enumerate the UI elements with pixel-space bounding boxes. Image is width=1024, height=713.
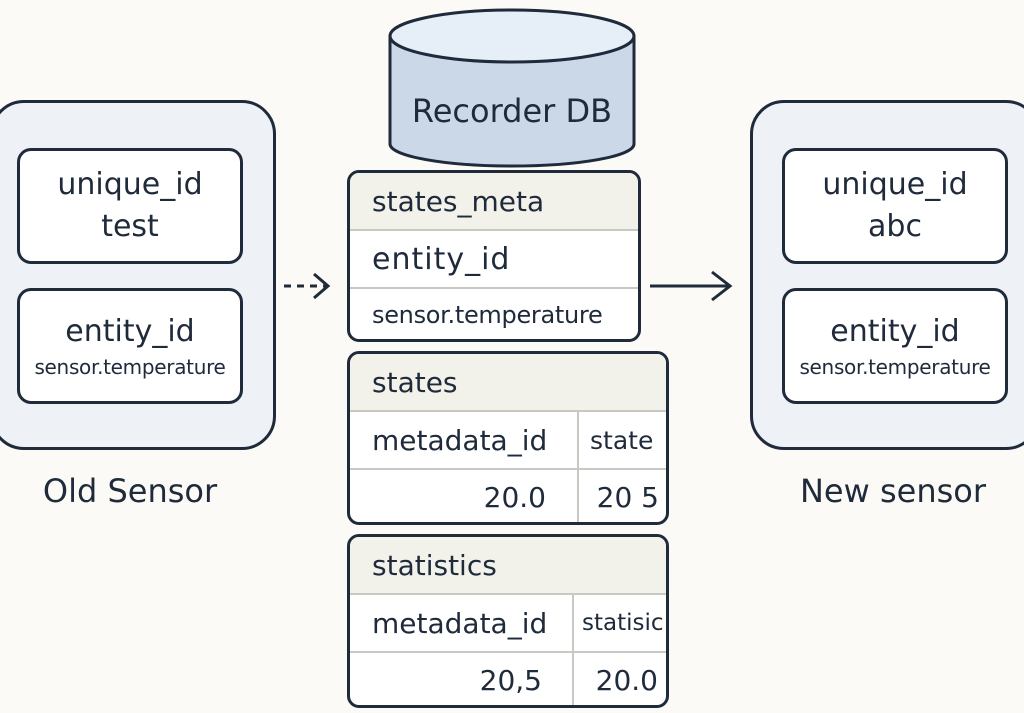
new-unique-id-card: unique_id abc: [782, 148, 1008, 264]
old-sensor-caption: Old Sensor: [42, 472, 218, 510]
database-label: Recorder DB: [411, 92, 613, 130]
statistics-cell-statistic: 20.0: [595, 663, 658, 697]
dashed-arrow: [284, 272, 331, 300]
new-sensor-caption: New sensor: [799, 472, 986, 510]
new-entity-id-label: entity_id: [830, 314, 960, 349]
states-meta-row-2: sensor.temperature: [372, 301, 603, 329]
states-title: states: [350, 354, 666, 412]
old-entity-id-label: entity_id: [65, 314, 195, 349]
states-col-metadata-id: metadata_id: [372, 423, 548, 457]
old-unique-id-value: test: [101, 209, 159, 244]
states-divider: [350, 468, 666, 470]
statistics-col-divider: [572, 595, 574, 705]
states-meta-title: states_meta: [350, 173, 638, 231]
states-table: states metadata_id state 20.0 20 5: [347, 351, 669, 525]
statistics-divider: [350, 651, 666, 653]
old-unique-id-card: unique_id test: [17, 148, 243, 264]
statistics-col-statistic: statisic: [582, 610, 664, 636]
statistics-table: statistics metadata_id statisic 20,5 20.…: [347, 534, 669, 708]
states-meta-table: states_meta entity_id sensor.temperature: [347, 170, 641, 342]
states-cell-metadata-id: 20.0: [483, 480, 546, 514]
new-unique-id-label: unique_id: [822, 167, 968, 202]
old-entity-id-value: sensor.temperature: [34, 355, 226, 379]
new-unique-id-value: abc: [868, 209, 922, 244]
states-col-state: state: [590, 425, 654, 455]
old-entity-id-card: entity_id sensor.temperature: [17, 288, 243, 404]
states-col-divider: [577, 412, 579, 522]
states-meta-row-1: entity_id: [372, 241, 511, 277]
states-meta-divider: [350, 287, 638, 289]
statistics-cell-metadata-id: 20,5: [479, 663, 542, 697]
statistics-col-metadata-id: metadata_id: [372, 606, 548, 640]
new-entity-id-card: entity_id sensor.temperature: [782, 288, 1008, 404]
statistics-title: statistics: [350, 537, 666, 595]
solid-arrow: [650, 270, 733, 302]
states-cell-state: 20 5: [596, 480, 659, 514]
new-entity-id-value: sensor.temperature: [799, 355, 991, 379]
old-unique-id-label: unique_id: [57, 167, 203, 202]
